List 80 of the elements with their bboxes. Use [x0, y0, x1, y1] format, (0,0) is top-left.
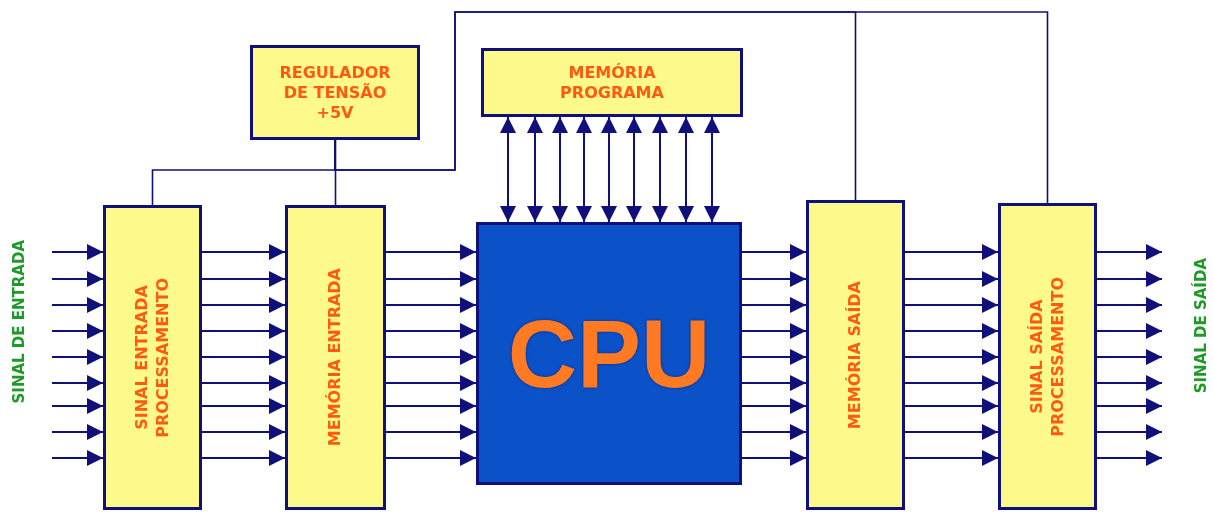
signal-arrow	[500, 116, 516, 223]
power-line	[334, 11, 1049, 204]
signal-arrow	[904, 244, 999, 260]
signal-arrow	[1096, 375, 1163, 391]
signal-arrow	[741, 375, 807, 391]
box-label: SINAL ENTRADA PROCESSAMENTO	[131, 277, 173, 438]
signal-arrow	[385, 271, 477, 287]
signal-arrow	[201, 424, 286, 440]
signal-arrow	[201, 450, 286, 466]
signal-arrow	[576, 116, 592, 223]
box-label: SINAL SAÍDA PROCESSAMENTO	[1026, 276, 1068, 437]
signal-arrow	[626, 116, 642, 223]
signal-arrow	[385, 398, 477, 414]
signal-arrow	[201, 375, 286, 391]
output-signal-label: SINAL DE SAÍDA	[1192, 258, 1210, 394]
signal-arrow	[678, 116, 694, 223]
signal-arrow	[51, 450, 104, 466]
signal-arrow	[741, 271, 807, 287]
signal-arrow	[1096, 271, 1163, 287]
signal-arrow	[741, 349, 807, 365]
signal-arrow	[51, 398, 104, 414]
signal-arrow	[904, 375, 999, 391]
process-box	[103, 205, 202, 510]
signal-arrow	[51, 323, 104, 339]
box-label: CPU	[507, 305, 711, 402]
process-box	[481, 48, 743, 117]
signal-arrow	[51, 349, 104, 365]
signal-arrow	[201, 323, 286, 339]
signal-arrow	[1096, 297, 1163, 313]
signal-arrow	[51, 271, 104, 287]
signal-arrow	[904, 424, 999, 440]
signal-arrow	[741, 323, 807, 339]
signal-arrow	[385, 450, 477, 466]
signal-arrow	[1096, 244, 1163, 260]
signal-arrow	[904, 271, 999, 287]
signal-arrow	[1096, 323, 1163, 339]
input-signal-label: SINAL DE ENTRADA	[10, 240, 28, 404]
signal-arrow	[51, 244, 104, 260]
signal-arrow	[904, 297, 999, 313]
signal-arrow	[201, 297, 286, 313]
signal-arrow	[1096, 349, 1163, 365]
signal-arrow	[51, 375, 104, 391]
box-label: MEMÓRIA ENTRADA	[325, 268, 346, 447]
process-box	[806, 200, 905, 510]
signal-arrow	[1096, 424, 1163, 440]
signal-arrow	[652, 116, 668, 223]
signal-arrow	[201, 244, 286, 260]
signal-arrow	[704, 116, 720, 223]
signal-arrow	[385, 244, 477, 260]
signal-arrow	[527, 116, 543, 223]
signal-arrow	[741, 244, 807, 260]
signal-arrow	[201, 349, 286, 365]
signal-arrow	[385, 349, 477, 365]
process-box	[998, 203, 1097, 510]
signal-arrow	[741, 450, 807, 466]
signal-arrow	[201, 398, 286, 414]
signal-arrow	[1096, 450, 1163, 466]
signal-arrow	[201, 271, 286, 287]
signal-arrow	[385, 297, 477, 313]
signal-arrow	[741, 398, 807, 414]
box-label: MEMÓRIA PROGRAMA	[559, 62, 665, 103]
box-label: REGULADOR DE TENSÃO +5V	[278, 62, 392, 123]
cpu-block	[476, 222, 742, 485]
signal-arrow	[741, 297, 807, 313]
signal-arrow	[1096, 398, 1163, 414]
signal-arrow	[552, 116, 568, 223]
signal-arrow	[904, 450, 999, 466]
signal-arrow	[385, 424, 477, 440]
process-box	[250, 45, 420, 140]
process-box	[285, 205, 386, 510]
signal-arrow	[741, 424, 807, 440]
signal-arrow	[904, 323, 999, 339]
signal-arrow	[904, 398, 999, 414]
box-label: MEMÓRIA SAÍDA	[845, 280, 866, 430]
signal-arrow	[51, 424, 104, 440]
signal-arrow	[51, 297, 104, 313]
signal-arrow	[904, 349, 999, 365]
signal-arrow	[385, 323, 477, 339]
signal-arrow	[385, 375, 477, 391]
signal-arrow	[601, 116, 617, 223]
